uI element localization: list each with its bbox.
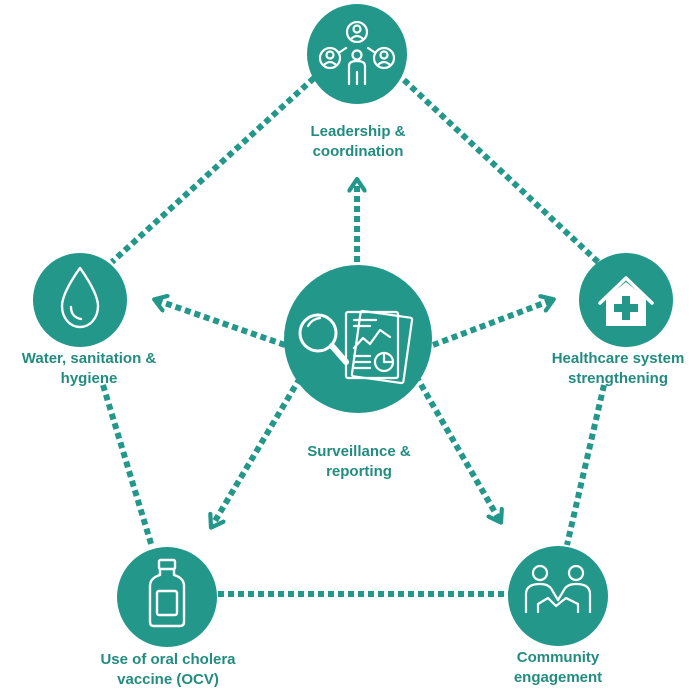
arrow-to-ocv (212, 376, 303, 526)
community-circle (508, 546, 608, 646)
connector-healthcare-community (564, 384, 607, 546)
community-node (508, 546, 608, 646)
people-network-icon (318, 20, 396, 86)
surveillance-label: Surveillance & reporting (307, 443, 411, 480)
handshake-icon (524, 564, 592, 614)
connector-leadership-healthcare (401, 77, 601, 265)
vaccine-bottle-icon (148, 558, 186, 628)
arrow-to-community (413, 374, 500, 521)
surveillance-node (284, 265, 432, 413)
pentagon-connectors (100, 75, 607, 597)
arrow-to-wash (156, 300, 286, 348)
healthcare-label: Healthcare system strengthening (551, 350, 685, 387)
arrow-to-healthcare (431, 300, 552, 348)
ocv-circle (117, 547, 217, 647)
water-drop-icon (60, 266, 100, 329)
leadership-node (307, 4, 407, 104)
surveillance-circle (284, 265, 432, 413)
health-house-icon (598, 276, 654, 326)
wash-node (33, 253, 127, 347)
magnifier-report-icon (298, 309, 414, 385)
leadership-label: Leadership & coordination (310, 123, 406, 160)
wash-circle (33, 253, 127, 347)
connector-wash-ocv (100, 384, 155, 548)
healthcare-node (579, 253, 673, 347)
ocv-node (117, 547, 217, 647)
ocv-label: Use of oral cholera vaccine (OCV) (100, 651, 236, 688)
connector-leadership-wash (109, 75, 317, 265)
wash-label: Water, sanitation & hygiene (21, 350, 157, 387)
community-label: Community engagement (513, 649, 603, 686)
leadership-circle (307, 4, 407, 104)
central-arrows (156, 181, 552, 526)
